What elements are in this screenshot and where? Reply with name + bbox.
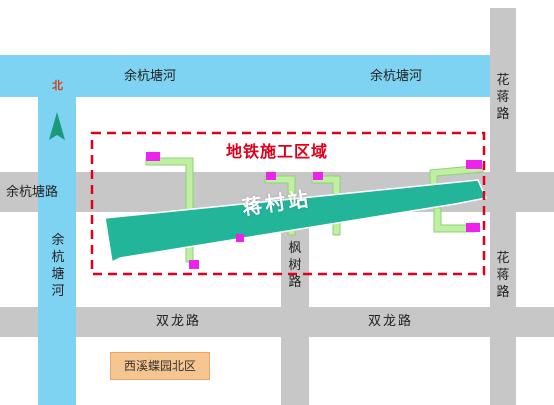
road-label-shuanglong: 双龙路 <box>156 314 202 329</box>
north-river <box>0 55 490 97</box>
vent-1 <box>146 152 160 161</box>
huajiang-road <box>490 8 516 405</box>
west-river <box>38 55 76 405</box>
river-label-north-2: 余杭塘河 <box>370 69 423 84</box>
fengshu-road <box>281 210 309 405</box>
vent-4 <box>313 172 323 180</box>
construction-zone <box>90 131 486 276</box>
entrance-west-1 <box>145 157 194 263</box>
shuanglong-road <box>0 307 554 337</box>
station-body <box>104 179 488 264</box>
river-label-west: 余杭塘河 <box>51 233 65 299</box>
vent-3 <box>266 172 276 180</box>
road-label-huajiang-north: 花蒋路 <box>496 73 510 122</box>
road-label-yuhangtang: 余杭塘路 <box>6 185 59 200</box>
poi-xixi-dieyuan: 西溪蝶园北区 <box>110 352 210 380</box>
road-label-fengshu: 枫树路 <box>288 241 302 290</box>
vent-5 <box>236 234 244 242</box>
vent-6 <box>466 160 482 169</box>
compass-label: 北 <box>52 79 63 92</box>
road-label-shuanglong-2: 双龙路 <box>368 314 414 329</box>
construction-zone-label: 地铁施工区域 <box>226 142 329 161</box>
vent-2 <box>189 260 199 269</box>
compass-arrow-icon <box>49 112 65 140</box>
vent-7 <box>466 223 480 232</box>
station-label: 蒋村站 <box>240 186 313 220</box>
river-label-north: 余杭塘河 <box>124 69 177 84</box>
road-label-huajiang-south: 花蒋路 <box>496 251 510 300</box>
